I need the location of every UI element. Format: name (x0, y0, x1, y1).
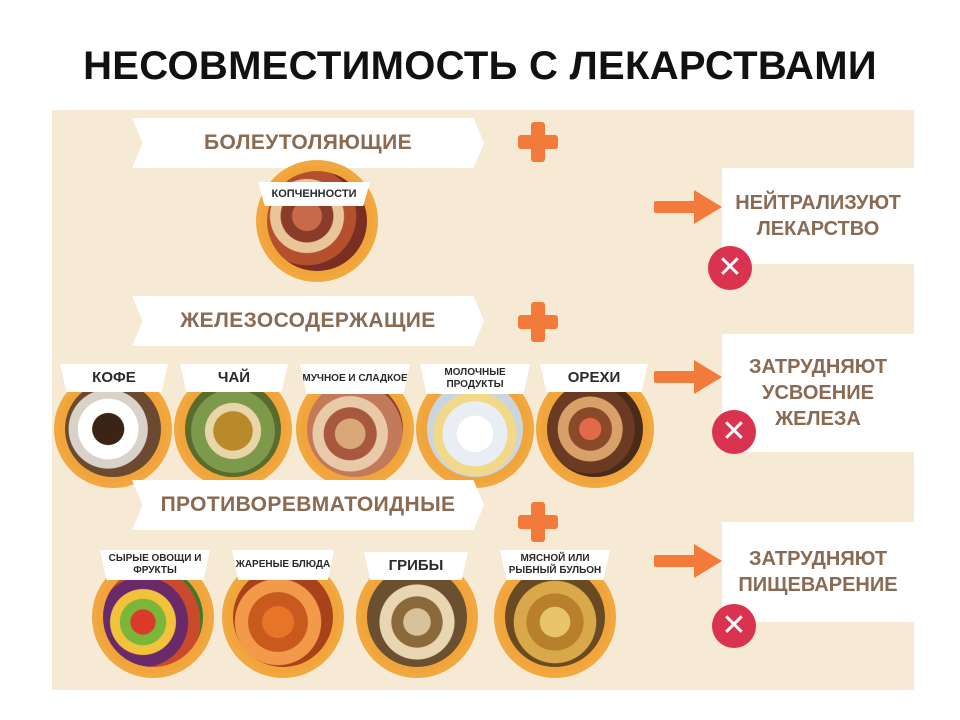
cross-icon: ✕ (712, 410, 756, 454)
arrow-right-icon (654, 544, 722, 578)
drug-banner-antirheumatic: ПРОТИВОРЕВМАТОИДНЫЕ (132, 480, 484, 530)
nuts-image (547, 381, 643, 477)
food-label: КОПЧЕННОСТИ (258, 182, 370, 206)
result-line: УСВОЕНИЕ (762, 382, 874, 404)
food-circle-broth (494, 556, 616, 678)
food-label: ГРИБЫ (364, 552, 468, 580)
food-label: КОФЕ (60, 364, 168, 392)
cross-icon: ✕ (708, 246, 752, 290)
arrow-right-icon (654, 360, 722, 394)
drug-banner-iron: ЖЕЛЕЗОСОДЕРЖАЩИЕ (132, 296, 484, 346)
tea-image (185, 381, 281, 477)
fried-food-image (233, 567, 333, 667)
result-box-row1: НЕЙТРАЛИЗУЮТ ЛЕКАРСТВО (722, 168, 914, 264)
food-label: СЫРЫЕ ОВОЩИ И ФРУКТЫ (100, 550, 210, 580)
food-label: ОРЕХИ (540, 364, 648, 392)
plus-icon (516, 300, 560, 344)
vegetables-fruits-image (103, 567, 203, 667)
coffee-image (65, 381, 161, 477)
result-line: ЗАТРУДНЯЮТ (748, 548, 888, 570)
page-title: НЕСОВМЕСТИМОСТЬ С ЛЕКАРСТВАМИ (83, 44, 877, 88)
cross-icon: ✕ (712, 604, 756, 648)
food-label: МЯСНОЙ ИЛИ РЫБНЫЙ БУЛЬОН (500, 550, 610, 580)
food-label: МОЛОЧНЫЕ ПРОДУКТЫ (420, 364, 530, 394)
mushrooms-image (367, 567, 467, 667)
food-circle-smoked (256, 160, 378, 282)
food-label: МУЧНОЕ И СЛАДКОЕ (300, 364, 410, 394)
food-label: ЖАРЕНЫЕ БЛЮДА (232, 550, 334, 580)
result-box-row3: ЗАТРУДНЯЮТ ПИЩЕВАРЕНИЕ (722, 522, 914, 622)
dairy-image (427, 381, 523, 477)
result-line: ПИЩЕВАРЕНИЕ (738, 574, 898, 596)
pastry-image (307, 381, 403, 477)
drug-banner-painkillers: БОЛЕУТОЛЯЮЩИЕ (132, 118, 484, 168)
broth-image (505, 567, 605, 667)
plus-icon (516, 500, 560, 544)
result-line: ЗАТРУДНЯЮТ (748, 356, 888, 378)
food-label: ЧАЙ (180, 364, 288, 392)
result-line: ЖЕЛЕЗА (775, 408, 861, 430)
result-line: НЕЙТРАЛИЗУЮТ (735, 192, 901, 214)
result-line: ЛЕКАРСТВО (756, 218, 880, 240)
arrow-right-icon (654, 190, 722, 224)
plus-icon (516, 120, 560, 164)
